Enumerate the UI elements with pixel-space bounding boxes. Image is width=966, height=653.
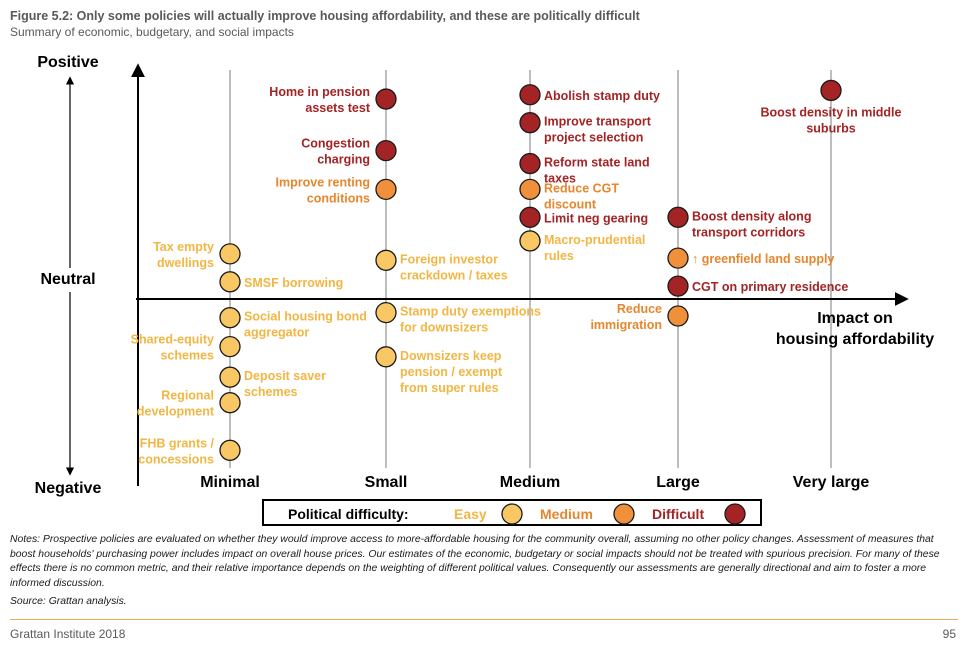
page-number: 95	[942, 627, 956, 641]
point-label-reform-state-land-taxes-line-2: taxes	[544, 172, 576, 186]
point-label-reduce-immigration-line-2: immigration	[590, 318, 662, 332]
point-label-reduce-cgt-discount-line-2: discount	[544, 197, 597, 211]
point-label-fhb-grants-concessions-line-2: concessions	[138, 452, 214, 466]
point-deposit-saver-schemes	[219, 366, 241, 388]
point-limit-neg-gearing	[519, 206, 541, 228]
point-label-congestion-charging-line-2: charging	[317, 153, 370, 167]
point-downsizers-keep-pension-exempt-from-super-rules	[375, 346, 397, 368]
point-greenfield-land-supply	[667, 247, 689, 269]
figure-source: Source: Grattan analysis.	[10, 596, 127, 607]
point-label-shared-equity-schemes-line-2: schemes	[160, 349, 214, 363]
point-improve-renting-conditions	[375, 178, 397, 201]
point-label-foreign-investor-crackdown-taxes-line-1: Foreign investor	[400, 252, 498, 266]
point-label-boost-density-in-middle-suburbs-line-2: suburbs	[806, 121, 855, 135]
legend-label-difficult: Difficult	[652, 506, 704, 522]
point-tax-empty-dwellings	[219, 243, 241, 265]
point-label-congestion-charging-line-1: Congestion	[301, 137, 370, 151]
point-label-downsizers-keep-pension-exempt-from-super-rules-line-2: pension / exempt	[400, 365, 503, 379]
point-label-reduce-immigration-line-1: Reduce	[617, 302, 662, 316]
x-axis-title-line-2: housing affordability	[776, 331, 934, 348]
point-stamp-duty-exemptions-for-downsizers	[375, 301, 397, 324]
x-tick-label-medium: Medium	[500, 474, 560, 491]
point-label-improve-renting-conditions-line-1: Improve renting	[276, 175, 370, 189]
point-improve-transport-project-selection	[519, 112, 541, 134]
point-foreign-investor-crackdown-taxes	[375, 249, 397, 271]
point-reform-state-land-taxes	[519, 152, 541, 175]
point-smsf-borrowing	[219, 271, 241, 293]
point-label-smsf-borrowing-line-1: SMSF borrowing	[244, 276, 343, 290]
point-label-fhb-grants-concessions-line-1: FHB grants /	[140, 436, 215, 450]
point-home-in-pension-assets-test	[375, 88, 397, 110]
point-macro-prudential-rules	[519, 230, 541, 252]
footer-publisher: Grattan Institute 2018	[10, 627, 126, 641]
figure-notes: Notes: Prospective policies are evaluate…	[10, 534, 940, 589]
point-label-downsizers-keep-pension-exempt-from-super-rules-line-3: from super rules	[400, 381, 499, 395]
point-label-social-housing-bond-aggregator-line-2: aggregator	[244, 326, 309, 340]
point-label-reduce-cgt-discount-line-1: Reduce CGT	[544, 181, 619, 195]
y-label-negative: Negative	[35, 480, 102, 497]
point-label-deposit-saver-schemes-line-1: Deposit saver	[244, 369, 326, 383]
point-label-improve-renting-conditions-line-2: conditions	[307, 191, 370, 205]
legend-title: Political difficulty:	[288, 506, 409, 522]
point-regional-development	[219, 392, 241, 414]
x-tick-label-large: Large	[656, 474, 700, 491]
y-label-neutral: Neutral	[40, 271, 95, 288]
point-label-regional-development-line-1: Regional	[161, 389, 214, 403]
legend-swatch-easy	[501, 503, 523, 525]
point-label-limit-neg-gearing-line-1: Limit neg gearing	[544, 211, 648, 225]
point-congestion-charging	[375, 139, 397, 162]
x-axis-title-line-1: Impact on	[817, 310, 893, 327]
point-label-improve-transport-project-selection-line-1: Improve transport	[544, 115, 652, 129]
legend-swatch-difficult	[724, 503, 746, 525]
point-fhb-grants-concessions	[219, 439, 241, 461]
point-label-reform-state-land-taxes-line-1: Reform state land	[544, 156, 650, 170]
point-label-macro-prudential-rules-line-1: Macro-prudential	[544, 233, 645, 247]
point-label-boost-density-along-transport-corridors-line-1: Boost density along	[692, 209, 811, 223]
point-label-social-housing-bond-aggregator-line-1: Social housing bond	[244, 310, 367, 324]
point-label-deposit-saver-schemes-line-2: schemes	[244, 385, 298, 399]
point-label-home-in-pension-assets-test-line-1: Home in pension	[269, 85, 370, 99]
legend-swatch-medium	[613, 503, 635, 525]
point-label-shared-equity-schemes-line-1: Shared-equity	[131, 333, 214, 347]
point-reduce-immigration	[667, 305, 689, 327]
point-label-improve-transport-project-selection-line-2: project selection	[544, 131, 643, 145]
legend-label-medium: Medium	[540, 506, 593, 522]
figure-title: Figure 5.2: Only some policies will actu…	[10, 9, 640, 23]
point-boost-density-along-transport-corridors	[667, 206, 689, 228]
x-tick-label-small: Small	[365, 474, 408, 491]
point-shared-equity-schemes	[219, 335, 241, 358]
point-label-home-in-pension-assets-test-line-2: assets test	[305, 101, 370, 115]
point-label-tax-empty-dwellings-line-2: dwellings	[157, 256, 214, 270]
y-label-positive: Positive	[37, 54, 98, 71]
point-abolish-stamp-duty	[519, 84, 541, 106]
point-label-foreign-investor-crackdown-taxes-line-2: crackdown / taxes	[400, 268, 508, 282]
point-label-regional-development-line-2: development	[137, 405, 215, 419]
legend-label-easy: Easy	[454, 506, 487, 522]
point-label-stamp-duty-exemptions-for-downsizers-line-1: Stamp duty exemptions	[400, 305, 541, 319]
point-label-cgt-on-primary-residence-line-1: CGT on primary residence	[692, 280, 848, 294]
figure-subtitle: Summary of economic, budgetary, and soci…	[10, 25, 294, 39]
point-label-tax-empty-dwellings-line-1: Tax empty	[153, 240, 214, 254]
point-label-boost-density-in-middle-suburbs-line-1: Boost density in middle	[761, 105, 902, 119]
point-label-abolish-stamp-duty-line-1: Abolish stamp duty	[544, 89, 660, 103]
point-label-stamp-duty-exemptions-for-downsizers-line-2: for downsizers	[400, 321, 488, 335]
point-cgt-on-primary-residence	[667, 275, 689, 297]
point-label-macro-prudential-rules-line-2: rules	[544, 249, 574, 263]
x-tick-label-very-large: Very large	[793, 474, 870, 491]
point-social-housing-bond-aggregator	[219, 307, 241, 329]
point-label-greenfield-land-supply-line-1: ↑ greenfield land supply	[692, 252, 834, 266]
political-difficulty-legend: Political difficulty: Easy Medium Difficult	[262, 499, 762, 526]
footer-divider	[10, 619, 958, 620]
point-label-boost-density-along-transport-corridors-line-2: transport corridors	[692, 225, 805, 239]
point-label-downsizers-keep-pension-exempt-from-super-rules-line-1: Downsizers keep	[400, 349, 502, 363]
point-boost-density-in-middle-suburbs	[820, 79, 842, 102]
x-tick-label-minimal: Minimal	[200, 474, 260, 491]
point-reduce-cgt-discount	[519, 178, 541, 201]
